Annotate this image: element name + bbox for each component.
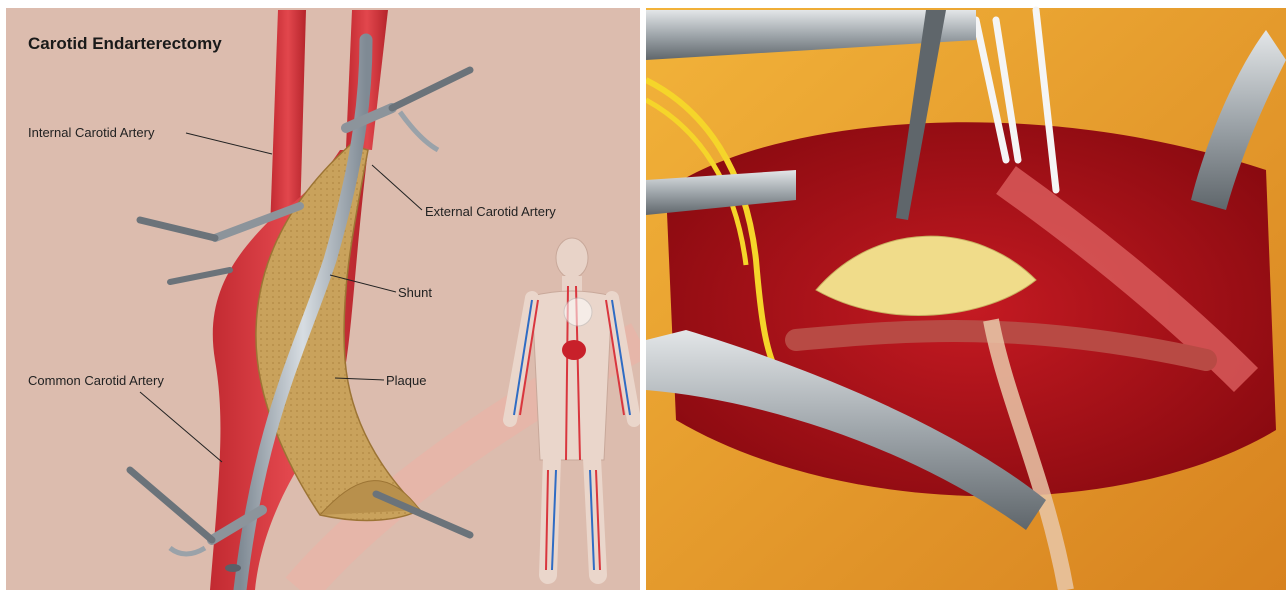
illustration-panel: Carotid Endarterectomy Internal Carotid …	[0, 0, 640, 590]
surgical-photo	[646, 0, 1286, 590]
illustration-title: Carotid Endarterectomy	[28, 34, 222, 54]
label-internal-carotid-artery: Internal Carotid Artery	[28, 125, 154, 140]
label-common-carotid-artery: Common Carotid Artery	[28, 373, 164, 388]
label-shunt: Shunt	[398, 285, 432, 300]
carotid-illustration	[0, 0, 640, 590]
label-external-carotid-artery: External Carotid Artery	[425, 204, 556, 219]
label-plaque: Plaque	[386, 373, 426, 388]
surgical-photo-panel	[646, 0, 1286, 590]
shunt-end	[225, 564, 241, 572]
